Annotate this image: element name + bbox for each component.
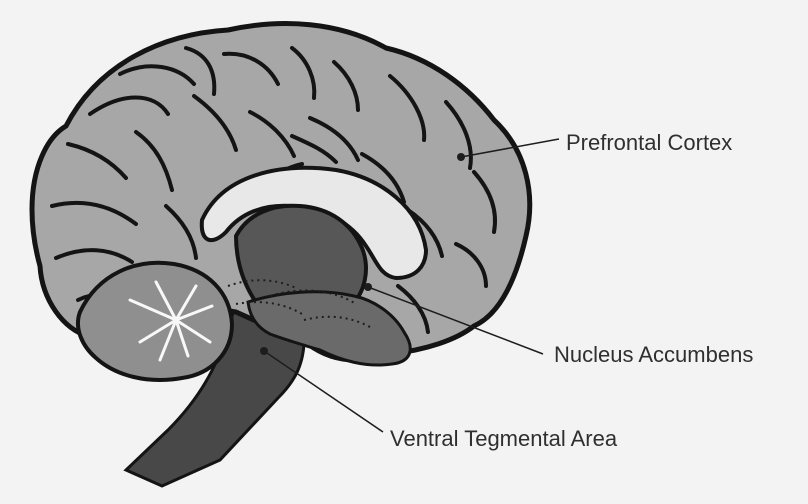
ventral-tegmental-area-label: Ventral Tegmental Area: [390, 426, 618, 451]
nucleus-accumbens-label: Nucleus Accumbens: [554, 342, 753, 367]
prefrontal-cortex-label: Prefrontal Cortex: [566, 130, 732, 155]
